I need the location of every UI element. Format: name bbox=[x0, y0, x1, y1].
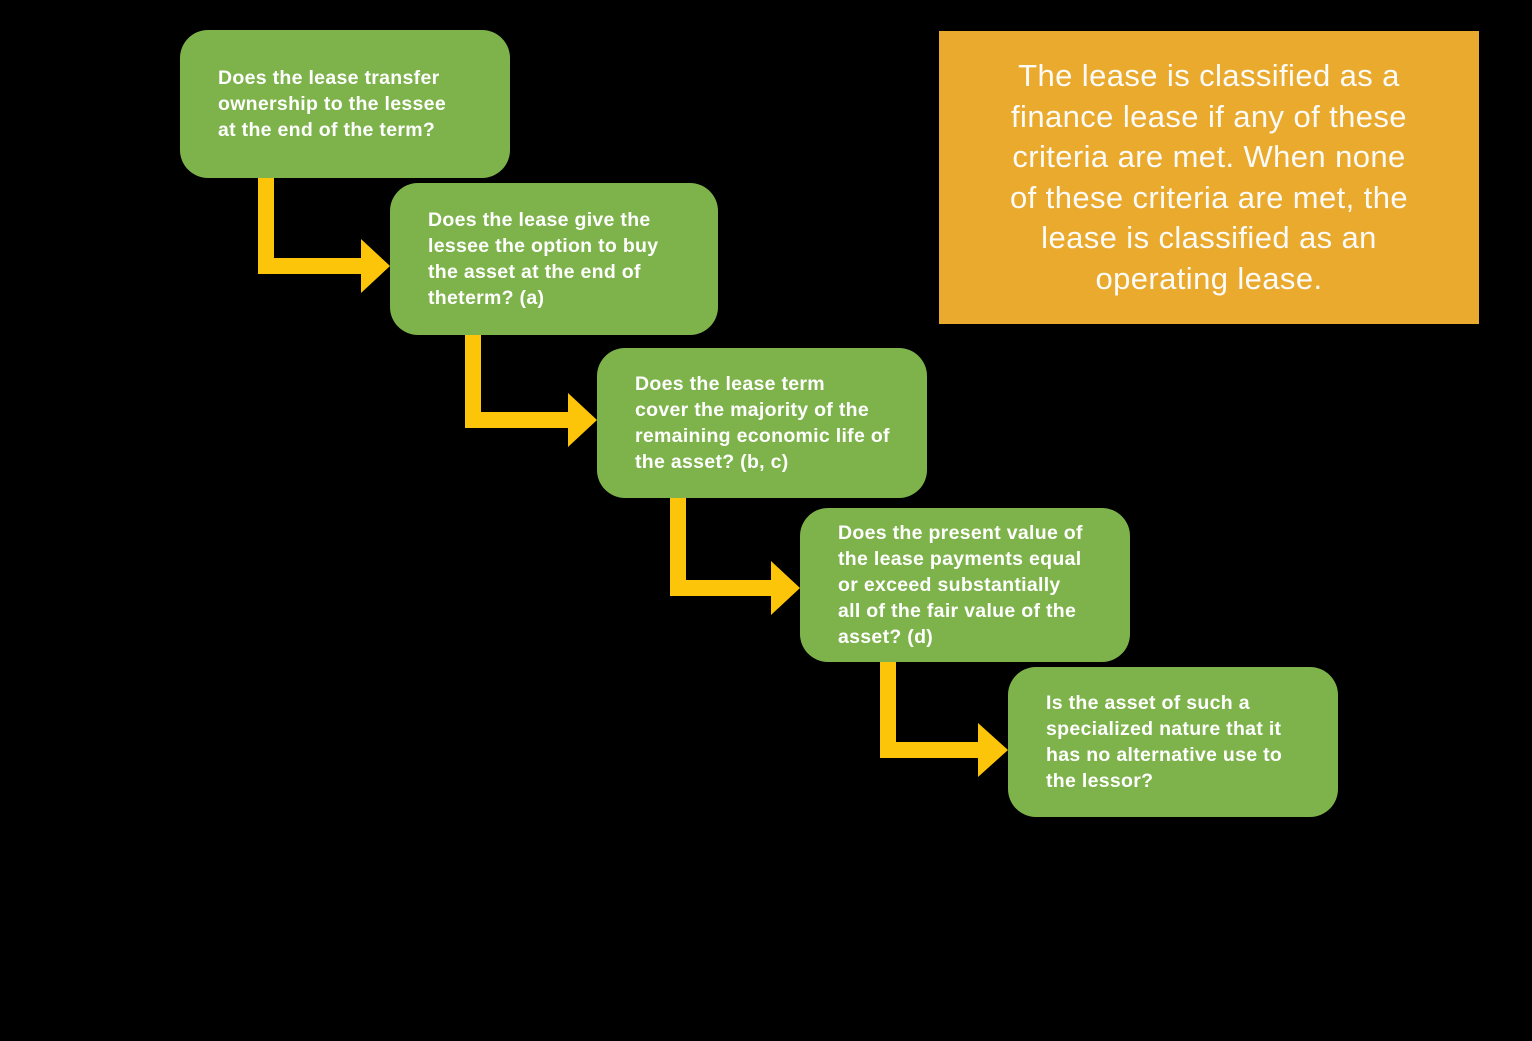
flow-arrow-2 bbox=[465, 327, 597, 447]
flow-arrow-3 bbox=[670, 488, 800, 615]
question-box-specialized-asset: Is the asset of such a specialized natur… bbox=[1008, 667, 1338, 817]
question-box-ownership-transfer: Does the lease transfer ownership to the… bbox=[180, 30, 510, 178]
question-box-lease-term: Does the lease term cover the majority o… bbox=[597, 348, 927, 498]
question-text: Does the lease transfer ownership to the… bbox=[218, 67, 446, 141]
flow-arrow-1 bbox=[258, 170, 390, 293]
question-text: Does the lease term cover the majority o… bbox=[635, 373, 890, 473]
question-box-purchase-option: Does the lease give the lessee the optio… bbox=[390, 183, 718, 335]
finance-lease-classification-note: The lease is classified as a finance lea… bbox=[939, 31, 1479, 324]
question-text: Does the lease give the lessee the optio… bbox=[428, 209, 659, 309]
question-box-present-value: Does the present value of the lease paym… bbox=[800, 508, 1130, 662]
question-text: Does the present value of the lease paym… bbox=[838, 522, 1083, 648]
flow-arrow-4 bbox=[880, 650, 1008, 777]
question-text: Is the asset of such a specialized natur… bbox=[1046, 692, 1283, 792]
note-text: The lease is classified as a finance lea… bbox=[1010, 58, 1408, 296]
